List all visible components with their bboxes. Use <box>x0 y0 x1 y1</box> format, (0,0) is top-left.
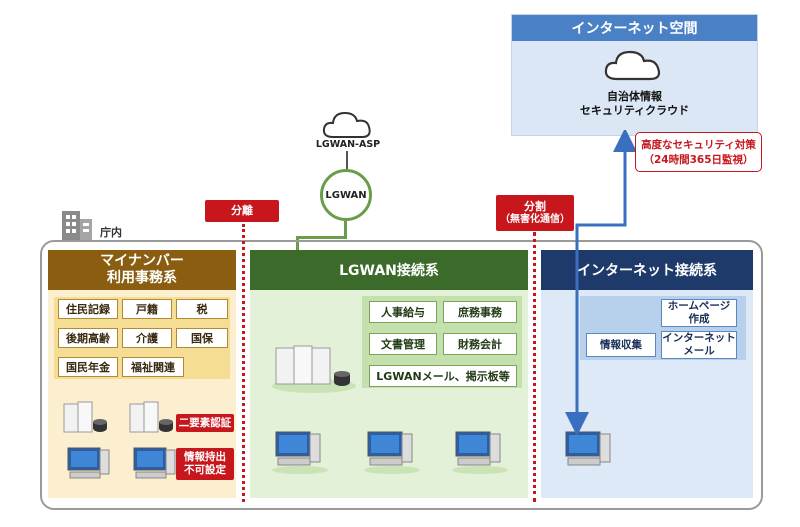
homepage-line1: ホームページ <box>667 300 731 313</box>
security-note-line2: （24時間365日監視） <box>643 154 754 166</box>
separator-right-line2: （無害化通信） <box>500 213 570 225</box>
internet-arrow <box>565 130 635 435</box>
lgwan-link-horizontal <box>296 236 347 239</box>
mynumber-title-2: 利用事務系 <box>107 270 177 286</box>
separator-right-line1: 分割 <box>524 200 546 214</box>
lgwan-asp-cloud-icon <box>322 111 371 138</box>
service-bunsho: 文書管理 <box>369 333 437 355</box>
office-frame <box>40 240 763 510</box>
server-icon <box>129 401 173 433</box>
tag-carry-line1: 情報持出 <box>184 451 226 464</box>
internet-space-title: インターネット空間 <box>512 15 757 41</box>
cloud-icon <box>604 50 661 81</box>
lgwan-asp-label: LGWAN-ASP <box>315 138 381 150</box>
lgwan-header: LGWAN接続系 <box>250 250 528 290</box>
pc-icon <box>364 431 420 474</box>
service-fukushi: 福祉関連 <box>122 357 184 377</box>
lgwan-node-label: LGWAN <box>325 189 367 201</box>
service-kouki: 後期高齢 <box>58 328 118 348</box>
service-jumin: 住民記録 <box>58 299 118 319</box>
pc-icon <box>133 447 176 479</box>
security-note: 高度なセキュリティ対策 （24時間365日監視） <box>635 132 762 172</box>
service-lgwan-mail: LGWANメール、掲示板等 <box>369 365 517 387</box>
pc-icon <box>272 431 328 474</box>
tag-two-factor: 二要素認証 <box>176 414 234 432</box>
lgwan-link-vertical-1 <box>344 221 347 239</box>
pc-icon <box>67 447 110 479</box>
separator-right-tag: 分割 （無害化通信） <box>496 195 574 231</box>
server-icon <box>63 401 107 433</box>
service-nenkin: 国民年金 <box>58 357 118 377</box>
office-label: 庁内 <box>100 226 122 239</box>
separator-left-tag: 分離 <box>205 200 279 222</box>
pc-icon <box>452 431 508 474</box>
service-homepage: ホームページ 作成 <box>661 299 737 327</box>
service-kokuho: 国保 <box>176 328 228 348</box>
service-koseki: 戸籍 <box>122 299 172 319</box>
tag-carry-line2: 不可設定 <box>184 464 226 476</box>
homepage-line2: 作成 <box>688 313 710 325</box>
security-cloud-label-1: 自治体情報 <box>607 90 662 104</box>
pc-icon <box>565 431 611 466</box>
service-jinji: 人事給与 <box>369 301 437 323</box>
service-info-collect: 情報収集 <box>586 333 656 357</box>
service-shomu: 庶務事務 <box>443 301 517 323</box>
lgwan-node: LGWAN <box>320 169 372 221</box>
separator-left-line <box>242 224 245 502</box>
internet-space-panel: インターネット空間 自治体情報 セキュリティクラウド <box>511 14 758 136</box>
separator-right-line <box>533 232 536 502</box>
service-zei: 税 <box>176 299 228 319</box>
server-icon <box>272 345 356 393</box>
service-internet-mail: インターネット メール <box>661 331 737 359</box>
service-kaigo: 介護 <box>122 328 172 348</box>
security-cloud-label-2: セキュリティクラウド <box>579 104 690 118</box>
tag-carry-out: 情報持出 不可設定 <box>176 448 234 480</box>
mail-line1: インターネット <box>662 332 736 345</box>
asp-connector <box>346 151 348 169</box>
security-note-line1: 高度なセキュリティ対策 <box>641 139 756 151</box>
mynumber-header: マイナンバー 利用事務系 <box>48 250 236 290</box>
building-icon <box>62 211 92 241</box>
mail-line2: メール <box>683 345 715 357</box>
mynumber-title-1: マイナンバー <box>100 253 184 270</box>
service-zaimu: 財務会計 <box>443 333 517 355</box>
